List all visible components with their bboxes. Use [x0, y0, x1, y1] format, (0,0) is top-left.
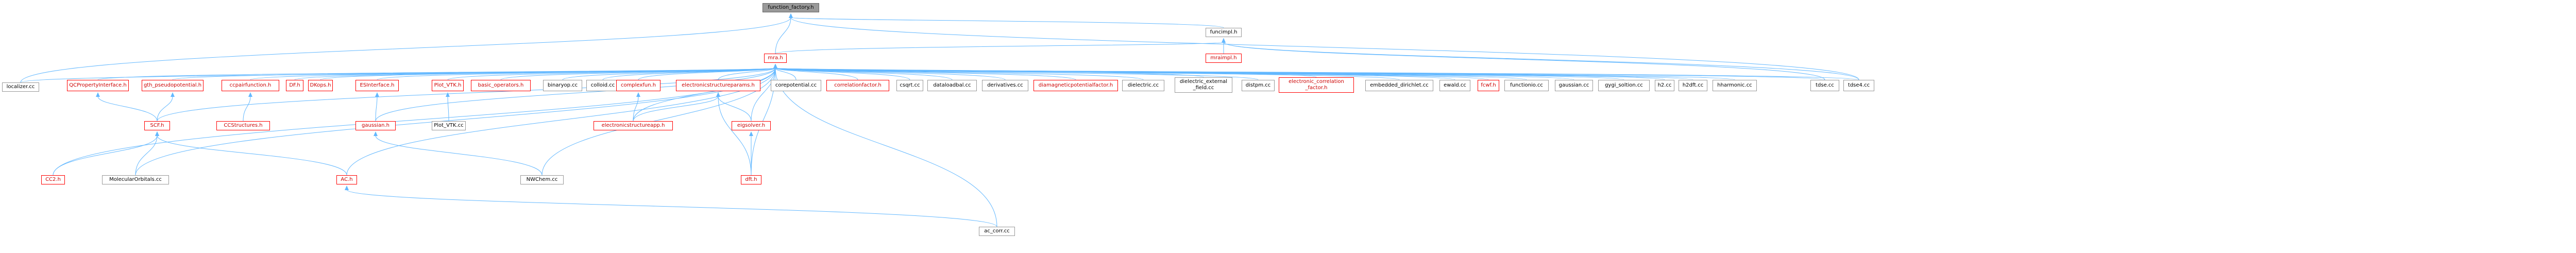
- graph-node-h2[interactable]: h2.cc: [1655, 80, 1674, 91]
- edge-eigsolver-to-mra: [751, 68, 776, 122]
- arrowhead-nwchem-to-gaussian: [374, 131, 378, 136]
- graph-node-molorb[interactable]: MolecularOrbitals.cc: [102, 175, 169, 184]
- edge-corepot-to-mra: [775, 68, 796, 80]
- arrowhead-scf-to-qcprop: [96, 92, 100, 97]
- graph-node-gaussian[interactable]: gaussian.h: [355, 121, 396, 130]
- edge-complexfun-to-mra: [638, 68, 776, 80]
- arrowhead-ccstruct-to-ccpair: [248, 92, 252, 97]
- edge-nwchem-to-gaussian: [375, 135, 543, 176]
- graph-node-funcimpl[interactable]: funcimpl.h: [1206, 28, 1242, 37]
- graph-node-basicops[interactable]: basic_operators.h: [471, 80, 531, 91]
- edge-funcimpl-to-function_factory: [790, 17, 1224, 28]
- edge-molorb-to-scf: [135, 135, 158, 176]
- edge-corrfac-to-mra: [775, 68, 858, 80]
- graph-node-mra[interactable]: mra.h: [764, 54, 787, 63]
- edge-scf-to-gth: [157, 96, 173, 122]
- edge-scf-to-mra: [157, 68, 776, 122]
- edge-scf-to-qcprop: [97, 96, 158, 122]
- arrowhead-gaussian-to-esinterface: [375, 92, 379, 97]
- graph-node-hharmonic[interactable]: hharmonic.cc: [1713, 80, 1757, 91]
- graph-node-corepot[interactable]: corepotential.cc: [771, 80, 821, 91]
- graph-node-tdse4[interactable]: tdse4.cc: [1843, 80, 1874, 91]
- graph-node-df[interactable]: DF.h: [286, 80, 303, 91]
- edge-ac_corr-to-ac: [346, 189, 997, 227]
- graph-node-esinterface[interactable]: ESInterface.h: [355, 80, 399, 91]
- graph-node-ecapp[interactable]: electronicstructureapp.h: [594, 121, 673, 130]
- edge-mra-to-function_factory: [775, 17, 791, 54]
- graph-node-dielectric[interactable]: dielectric.cc: [1122, 80, 1164, 91]
- graph-node-scf[interactable]: SCF.h: [144, 121, 170, 130]
- graph-node-dkops[interactable]: DKops.h: [308, 80, 333, 91]
- arrowhead-ac_corr-to-ac: [345, 185, 349, 190]
- edge-dft-to-ecp_h: [718, 96, 752, 176]
- edge-tdse4-to-funcimpl: [1223, 42, 1859, 80]
- arrowhead-ac-to-scf: [155, 131, 159, 136]
- graph-node-function-factory[interactable]: function_factory.h: [762, 3, 819, 12]
- graph-node-corrfac[interactable]: correlationfactor.h: [826, 80, 889, 91]
- graph-node-ecorr[interactable]: electronic_correlation _factor.h: [1279, 77, 1354, 93]
- graph-node-distpm[interactable]: distpm.cc: [1242, 80, 1275, 91]
- edge-plotvtk_cc-to-plotvtk_h: [447, 96, 449, 122]
- edge-gaussian-to-esinterface: [375, 96, 378, 122]
- edge-gaussian-to-mra: [375, 68, 776, 122]
- graph-node-fcwf[interactable]: fcwf.h: [1478, 80, 1499, 91]
- edge-ecapp-to-mra: [633, 68, 776, 122]
- edge-cc2-to-scf: [53, 135, 158, 176]
- edge-ecapp-to-complexfun: [633, 96, 639, 122]
- graph-node-ac[interactable]: AC.h: [336, 175, 357, 184]
- graph-node-diel-ext[interactable]: dielectric_external _field.cc: [1175, 77, 1232, 93]
- graph-node-colloid[interactable]: colloid.cc: [586, 80, 619, 91]
- arrowhead-dft-to-ecp_h: [716, 92, 720, 97]
- edge-ac_corr-to-mra: [775, 68, 997, 227]
- graph-node-ccpair[interactable]: ccpairfunction.h: [222, 80, 279, 91]
- graph-node-dft[interactable]: dft.h: [741, 175, 761, 184]
- arrowhead-dft-to-eigsolver: [749, 131, 753, 136]
- edge-tdse4-to-function_factory: [790, 17, 1859, 80]
- graph-node-mraimpl[interactable]: mraimpl.h: [1206, 54, 1242, 63]
- graph-node-dataload[interactable]: dataloadbal.cc: [927, 80, 977, 91]
- graph-node-csqrt[interactable]: csqrt.cc: [896, 80, 923, 91]
- graph-node-functionio[interactable]: functionio.cc: [1504, 80, 1549, 91]
- graph-node-ccstruct[interactable]: CCStructures.h: [216, 121, 270, 130]
- edge-localizer-to-function_factory: [20, 17, 791, 83]
- edge-nwchem-to-mra: [541, 68, 776, 176]
- graph-node-plotvtk-cc[interactable]: Plot_VTK.cc: [432, 121, 466, 130]
- graph-node-binaryop[interactable]: binaryop.cc: [543, 80, 582, 91]
- graph-node-ac-corr[interactable]: ac_corr.cc: [979, 227, 1015, 236]
- edge-ccstruct-to-ccpair: [243, 96, 251, 122]
- graph-node-diamag[interactable]: diamagneticpotentialfactor.h: [1033, 80, 1118, 91]
- graph-node-cc2[interactable]: CC2.h: [41, 175, 65, 184]
- arrowhead-scf-to-gth: [171, 92, 175, 97]
- graph-node-ecp-h[interactable]: electronicstructureparams.h: [676, 80, 760, 91]
- graph-node-qcprop[interactable]: QCPropertyInterface.h: [67, 80, 129, 91]
- graph-node-gygi[interactable]: gygi_soltion.cc: [1598, 80, 1650, 91]
- arrowhead-ac_corr-to-mra: [773, 64, 777, 69]
- arrowhead-ecapp-to-complexfun: [636, 92, 640, 97]
- graph-node-h2dft[interactable]: h2dft.cc: [1679, 80, 1707, 91]
- edge-gth-to-mra: [172, 68, 776, 80]
- edge-ecp_h-to-mra: [718, 68, 776, 80]
- edge-ac-to-scf: [157, 135, 347, 176]
- edge-mra-to-funcimpl: [775, 42, 1224, 54]
- graph-node-plotvtk-h[interactable]: Plot_VTK.h: [432, 80, 464, 91]
- graph-node-embdir[interactable]: embedded_dirichlet.cc: [1365, 80, 1433, 91]
- graph-node-tdse[interactable]: tdse.cc: [1810, 80, 1839, 91]
- edge-eigsolver-to-ecp_h: [718, 96, 752, 122]
- graph-node-derivs[interactable]: derivatives.cc: [982, 80, 1028, 91]
- graph-node-eigsolver[interactable]: eigsolver.h: [732, 121, 771, 130]
- graph-node-nwchem[interactable]: NWChem.cc: [520, 175, 564, 184]
- graph-node-gth[interactable]: gth_pseudopotential.h: [142, 80, 204, 91]
- graph-node-localizer[interactable]: localizer.cc: [2, 82, 39, 92]
- arrowhead-tdse4-to-function_factory: [789, 13, 793, 18]
- edge-ecapp-to-ecp_h: [633, 96, 719, 122]
- edge-tdse4-to-mra: [775, 68, 1859, 80]
- graph-node-complexfun[interactable]: complexfun.h: [616, 80, 660, 91]
- graph-node-gaussian-cc[interactable]: gaussian.cc: [1555, 80, 1593, 91]
- arrowhead-plotvtk_cc-to-plotvtk_h: [446, 92, 450, 97]
- arrowhead-tdse4-to-funcimpl: [1222, 38, 1226, 43]
- graph-node-ewald[interactable]: ewald.cc: [1439, 80, 1470, 91]
